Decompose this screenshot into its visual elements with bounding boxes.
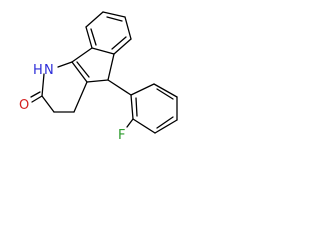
nitrogen-label: N <box>44 63 54 78</box>
fluorophenyl-ring <box>107 79 178 134</box>
pyridinone-ring <box>30 61 88 113</box>
hydrogen-label: H <box>33 63 43 78</box>
fluorine-label: F <box>118 128 125 143</box>
benzo-ring <box>85 11 132 55</box>
oxygen-label: O <box>19 98 29 113</box>
cyclopenta-ring <box>71 47 115 83</box>
structure-diagram: N H O F <box>19 11 178 143</box>
